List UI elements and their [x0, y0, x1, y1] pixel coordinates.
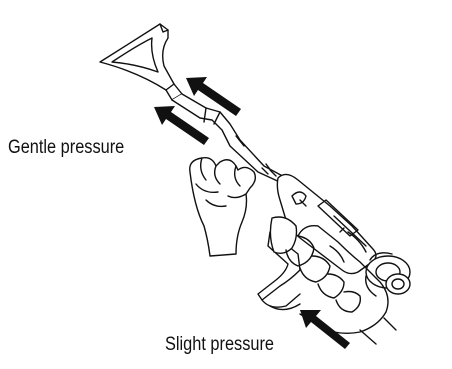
gentle-pressure-label: Gentle pressure: [8, 137, 124, 159]
left-hand: [190, 158, 256, 256]
instrument-tip: [100, 24, 182, 100]
slight-pressure-label: Slight pressure: [165, 334, 274, 356]
arrow-rear-push: [300, 310, 350, 349]
